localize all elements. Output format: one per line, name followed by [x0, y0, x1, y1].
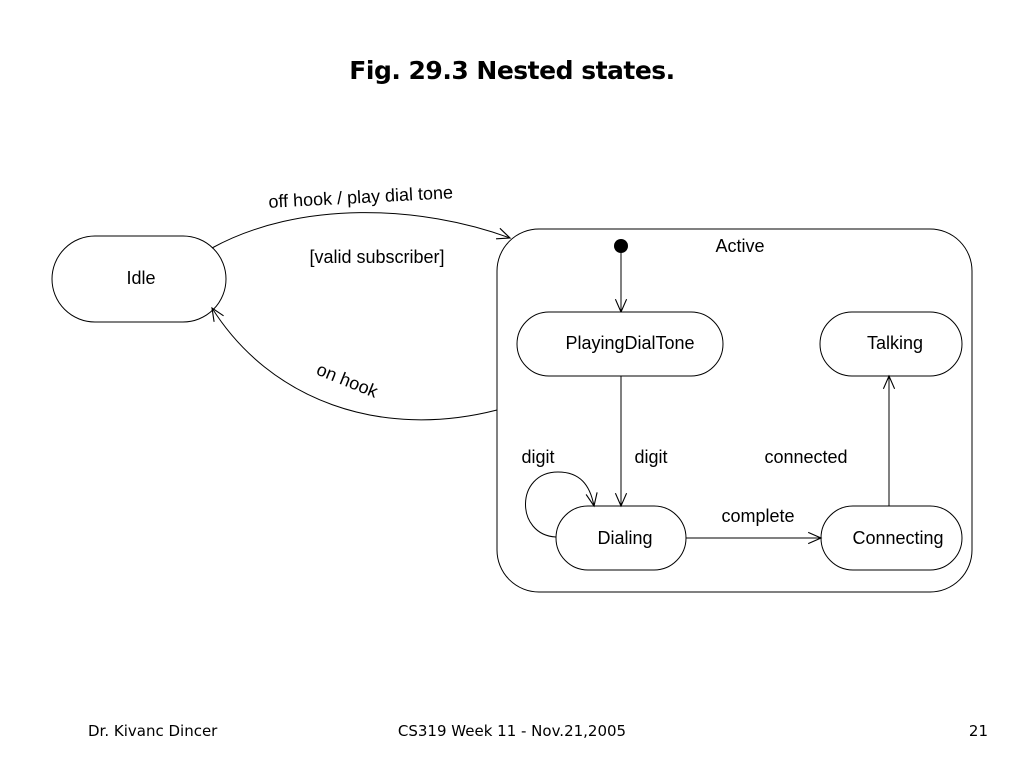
transition-on-hook-arrow [211, 306, 498, 421]
state-playing-dial-tone: PlayingDialTone [516, 311, 724, 377]
state-idle: Idle [51, 235, 227, 323]
transition-digit-self-label: digit [521, 447, 554, 467]
transition-digit-label: digit [634, 447, 667, 467]
transition-off-hook-arrow [211, 212, 512, 249]
state-connecting-label: Connecting [852, 528, 943, 548]
state-connecting: Connecting [820, 505, 963, 571]
transition-complete-label: complete [721, 506, 794, 526]
initial-state-dot [614, 239, 628, 253]
state-dialing-label: Dialing [597, 528, 652, 548]
footer-author: Dr. Kivanc Dincer [88, 722, 218, 740]
state-playing-dial-tone-label: PlayingDialTone [565, 333, 694, 353]
transition-digit-self-arrow [525, 471, 598, 538]
transition-connected-label: connected [764, 447, 847, 467]
state-idle-label: Idle [126, 268, 155, 288]
state-active-label: Active [715, 236, 764, 256]
transition-on-hook-label: on hook [314, 359, 382, 402]
state-dialing: Dialing [555, 505, 687, 571]
slide-title: Fig. 29.3 Nested states. [349, 56, 675, 85]
transition-guard-label: [valid subscriber] [309, 247, 444, 267]
transition-off-hook-label: off hook / play dial tone [268, 182, 454, 212]
state-talking-label: Talking [867, 333, 923, 353]
state-talking: Talking [819, 311, 963, 377]
footer-page-number: 21 [968, 722, 988, 740]
footer-course: CS319 Week 11 - Nov.21,2005 [397, 722, 627, 740]
